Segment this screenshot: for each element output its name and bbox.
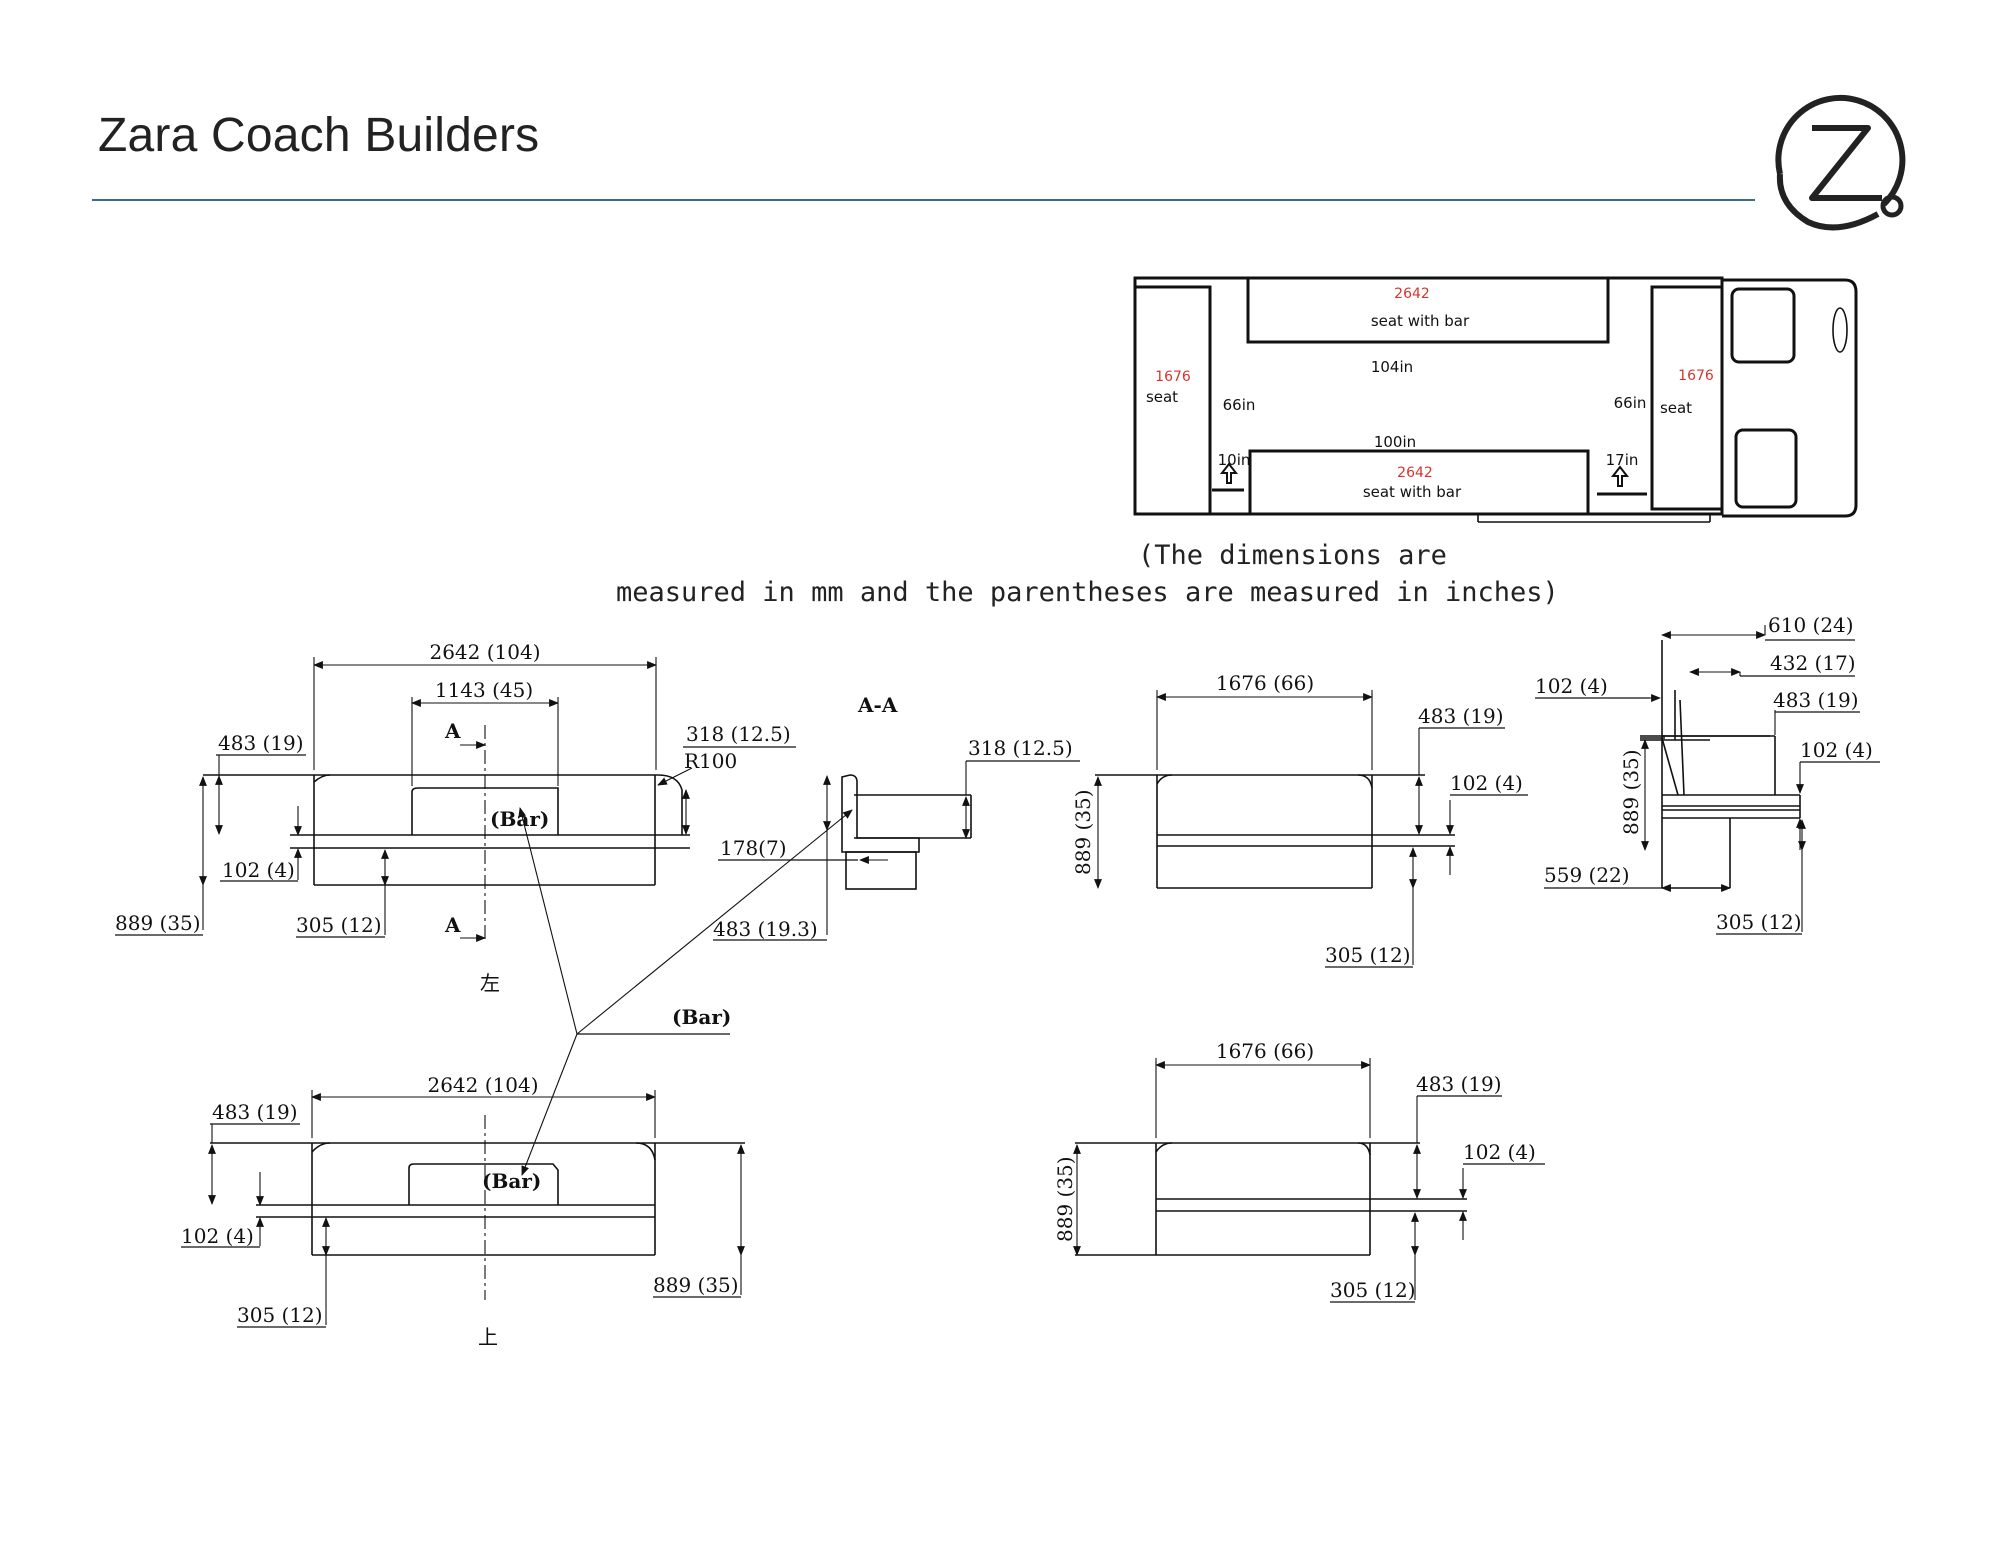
side-right-thick-dim: 102 (4) [1800,738,1873,762]
front-view-top: 2642 (104) 1143 (45) 483 (19) 318 (12.5)… [115,640,796,995]
sv1-seat-thick-dim: 102 (4) [1450,771,1523,795]
fv1-overall-dim: 2642 (104) [429,640,540,664]
left-seat-block [1133,285,1212,516]
side-leg-dim: 305 (12) [1716,910,1802,934]
fv1-seat-thick-dim: 102 (4) [222,858,295,882]
section-height-dim: 483 (19.3) [713,917,818,941]
left-seat-mm: 1676 [1155,369,1191,385]
side-view: 610 (24) 432 (17) 483 (19) 102 (4) 102 (… [1535,613,1880,935]
plan-left-step: 10in [1218,451,1251,469]
plan-right-step: 17in [1606,451,1639,469]
section-top-dim: 318 (12.5) [968,736,1073,760]
fv1-back-height-dim: 483 (19) [218,731,304,755]
fv1-radius-dim: 318 (12.5) [686,722,791,746]
plan-right-gap: 66in [1614,394,1647,412]
bar-callout: (Bar) [518,807,853,1176]
fv1-bar-label: (Bar) [490,807,549,831]
bottom-seat-block [1248,449,1590,516]
sv2-width-dim: 1676 (66) [1216,1039,1314,1063]
fv1-bar-width-dim: 1143 (45) [435,678,533,702]
section-step-dim: 178(7) [720,836,787,860]
plan-left-gap: 66in [1223,396,1256,414]
seat-view-bottom: 1676 (66) 483 (19) 102 (4) 889 (35) 305 … [1053,1039,1545,1303]
section-title: A-A [857,693,898,717]
right-seat-block [1650,285,1724,511]
bottom-seat-mm: 2642 [1397,465,1433,481]
side-left-thick-dim: 102 (4) [1535,674,1608,698]
fv1-radius: R100 [684,749,737,773]
sv1-back-height-dim: 483 (19) [1418,704,1504,728]
fv2-total-height-dim: 889 (35) [653,1273,739,1297]
zara-z-logo-icon [1775,94,1906,231]
top-seat-label: seat with bar [1371,312,1470,330]
bar-callout-label: (Bar) [672,1005,731,1029]
top-seat-block [1246,276,1610,344]
cab-mirror [1832,307,1848,353]
fv2-overall-dim: 2642 (104) [427,1073,538,1097]
sv1-width-dim: 1676 (66) [1216,671,1314,695]
cab-outline [1722,278,1858,518]
sv2-back-height-dim: 483 (19) [1416,1072,1502,1096]
side-total-height-dim: 889 (35) [1619,749,1643,835]
fv1-side-mark: 左 [480,971,500,995]
fv2-leg-dim: 305 (12) [237,1303,323,1327]
sv2-total-height-dim: 889 (35) [1053,1156,1077,1242]
top-seat-mm: 2642 [1394,286,1430,302]
seat-view-top: 1676 (66) 483 (19) 102 (4) 889 (35) 305 … [1071,671,1528,968]
sv2-seat-thick-dim: 102 (4) [1463,1140,1536,1164]
section-mark-a-top: A [444,719,461,743]
right-seat-mm: 1676 [1678,368,1714,384]
sv1-leg-dim: 305 (12) [1325,943,1411,967]
dimension-note-line2: measured in mm and the parentheses are m… [616,577,1559,608]
fv1-leg-dim: 305 (12) [296,913,382,937]
plan-width-100: 100in [1374,433,1416,451]
right-seat-label: seat [1660,399,1692,417]
side-seat-depth-dim: 559 (22) [1544,863,1630,887]
bottom-seat-label: seat with bar [1363,483,1462,501]
floor-plan: 2642 seat with bar 104in 1676 seat 66in … [1133,276,1858,523]
sv1-total-height-dim: 889 (35) [1071,789,1095,875]
side-upper-dim: 432 (17) [1770,651,1856,675]
cab-seat-top [1730,287,1796,364]
dimension-note-line1: (The dimensions are [1138,540,1447,571]
left-seat-label: seat [1146,388,1178,406]
section-view-aa: A-A 483 (19.3) 318 (12.5) 178(7) [713,693,1080,941]
section-mark-a-bottom: A [444,913,461,937]
fv2-bar-label: (Bar) [482,1169,541,1193]
fv1-total-height-dim: 889 (35) [115,911,201,935]
step-arrow-right-icon [1597,465,1647,496]
plan-width-104: 104in [1371,358,1413,376]
fv2-back-height-dim: 483 (19) [212,1100,298,1124]
front-view-bottom: 2642 (104) 483 (19) 102 (4) 305 (12) 889… [181,1073,745,1349]
cab-seat-bottom [1734,428,1798,509]
side-depth-dim: 610 (24) [1768,613,1854,637]
sv2-leg-dim: 305 (12) [1330,1278,1416,1302]
header-divider [92,199,1755,201]
page-title: Zara Coach Builders [98,109,540,162]
side-back-height-dim: 483 (19) [1773,688,1859,712]
fv2-seat-thick-dim: 102 (4) [181,1224,254,1248]
step-arrow-left-icon [1212,462,1244,492]
fv2-side-mark: 上 [478,1325,498,1349]
